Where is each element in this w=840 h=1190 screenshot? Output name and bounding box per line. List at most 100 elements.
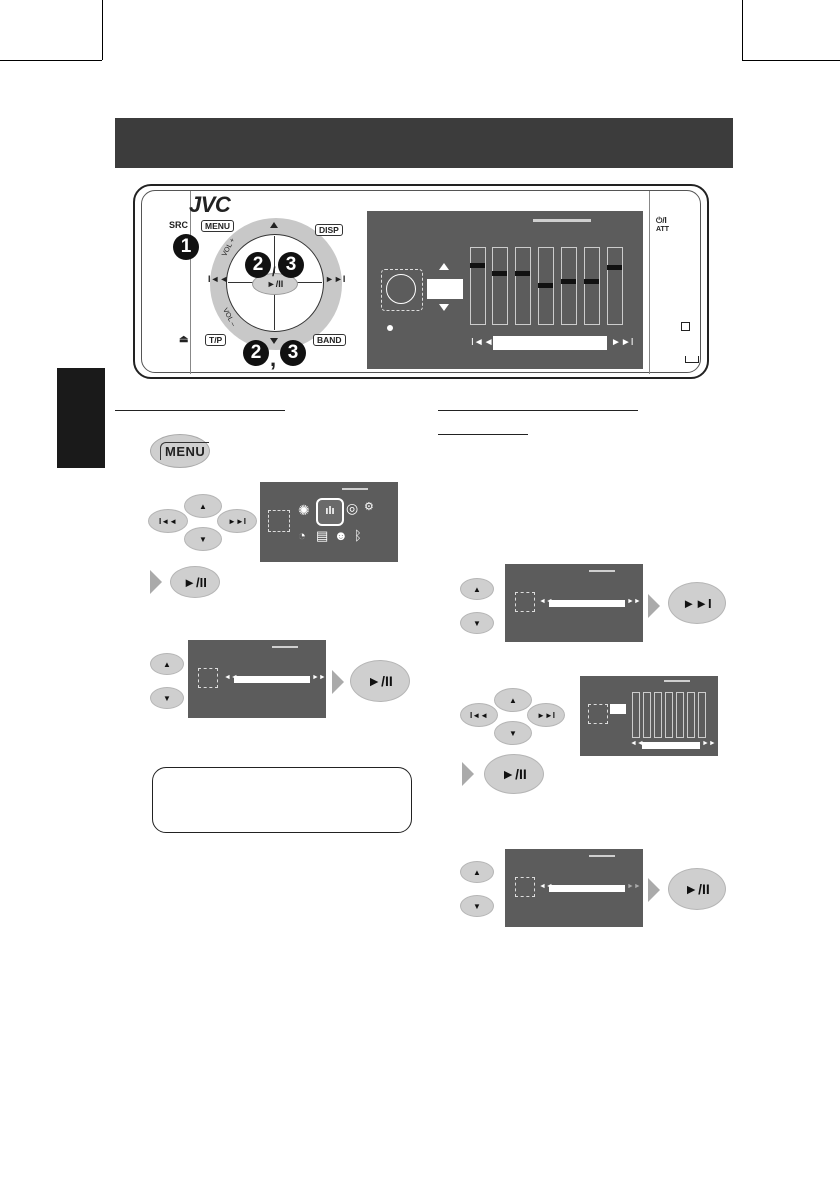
eq-slider <box>607 247 623 325</box>
lcd-name-bar <box>493 336 607 350</box>
faceplate-left-cap <box>160 191 191 374</box>
down-arrow-icon[interactable] <box>270 338 278 344</box>
lcd-value-box <box>610 704 626 714</box>
lcd-down-arrow <box>439 304 449 311</box>
eq-knob <box>470 263 485 268</box>
skip-forward-icon[interactable]: ►►I <box>325 274 346 284</box>
lcd-skip-forward-icon: ►►I <box>611 337 634 348</box>
lcd-skip-forward-icon: ►► <box>627 598 641 605</box>
play-pause-label: ►/II <box>501 766 527 782</box>
eject-icon[interactable]: ⏏ <box>179 334 189 345</box>
eq-slider <box>492 247 508 325</box>
lcd-skip-forward-icon: ►► <box>627 883 641 890</box>
up-arrow-icon[interactable] <box>270 222 278 228</box>
lcd-name-bar <box>642 742 700 749</box>
right-heading-line-2 <box>438 434 528 435</box>
eq-knob <box>538 283 553 288</box>
att-label[interactable]: ATT <box>656 226 670 233</box>
eq-knob <box>492 271 507 276</box>
step-2-marker-bottom: 2 <box>243 340 269 366</box>
skip-forward-button[interactable]: ►►I <box>527 703 565 727</box>
skip-back-button[interactable]: I◄◄ <box>148 509 188 533</box>
note-box <box>152 767 412 833</box>
down-button[interactable]: ▼ <box>184 527 222 551</box>
lcd-skip-back-icon: ◄◄ <box>630 740 644 747</box>
eq-slider <box>470 247 486 325</box>
down-button[interactable]: ▼ <box>150 687 184 709</box>
disp-key[interactable]: DISP <box>315 224 343 236</box>
play-pause-button[interactable]: ►/II <box>170 566 220 598</box>
up-button[interactable]: ▲ <box>494 688 532 712</box>
skip-back-icon[interactable]: I◄◄ <box>208 274 229 284</box>
section-title-bar <box>115 118 733 168</box>
down-button[interactable]: ▼ <box>494 721 532 745</box>
lcd-name-bar <box>234 676 310 683</box>
lcd-dash <box>589 570 615 572</box>
power-label[interactable]: ⏻/I <box>656 216 667 225</box>
step-1-marker: 1 <box>173 234 199 260</box>
clock-icon: ◔ <box>298 528 306 543</box>
release-icon[interactable] <box>685 356 699 363</box>
skip-forward-button[interactable]: ►►I <box>217 509 257 533</box>
play-pause-label: ►/II <box>367 673 393 689</box>
crop-mark-v <box>742 0 743 60</box>
up-button[interactable]: ▲ <box>184 494 222 518</box>
eq-slider <box>584 247 600 325</box>
lcd-skip-back-icon: ◄◄ <box>539 598 553 605</box>
menu-key[interactable]: MENU <box>201 220 235 232</box>
play-pause-button[interactable]: ►/II <box>350 660 410 702</box>
step-arrow-icon <box>648 878 660 902</box>
eq-knob <box>607 265 622 270</box>
crop-mark-v <box>102 0 103 60</box>
sound-icon <box>381 269 423 311</box>
eq-slider <box>698 692 706 738</box>
eq-slider <box>676 692 684 738</box>
tp-key[interactable]: T/P <box>205 334 227 346</box>
up-button[interactable]: ▲ <box>460 578 494 600</box>
setting-icon: ✺ <box>298 502 310 518</box>
lcd-dash <box>272 646 298 648</box>
sound-icon <box>515 877 535 897</box>
menu-button-label: MENU <box>160 442 210 460</box>
down-button[interactable]: ▼ <box>460 895 494 917</box>
lcd-skip-forward-icon: ►► <box>702 740 716 747</box>
down-button[interactable]: ▼ <box>460 612 494 634</box>
src-label: SRC <box>169 220 189 230</box>
skip-forward-button[interactable]: ►►I <box>668 582 726 624</box>
play-pause-button[interactable]: ►/II <box>484 754 544 794</box>
sound-icon-circle <box>386 274 416 304</box>
eq-slider <box>687 692 695 738</box>
play-pause-label: ►/II <box>183 574 207 590</box>
eq-knob <box>584 279 599 284</box>
item-screen: ◄◄ ►► <box>505 849 643 927</box>
source-screen: ◄◄ ►► <box>505 564 643 642</box>
play-pause-button[interactable]: ►/II <box>668 868 726 910</box>
left-heading-line <box>115 410 285 411</box>
step-2-marker: 2 <box>245 252 271 278</box>
faceplate: JVC SRC MENU 1 ►/II I◄◄ ►►I VOL + VOL – … <box>133 184 709 379</box>
play-pause-center[interactable]: ►/II <box>252 273 298 295</box>
disc-icon: ◎ <box>346 500 359 516</box>
lcd-up-arrow <box>439 263 449 270</box>
right-heading-line <box>438 410 638 411</box>
lcd-skip-back-icon: ◄◄ <box>539 883 553 890</box>
lcd-name-bar <box>549 600 625 607</box>
band-key[interactable]: BAND <box>313 334 346 346</box>
lcd-skip-back-icon: ◄◄ <box>224 674 238 681</box>
sound-icon <box>198 668 218 688</box>
eq-icon: ılı <box>316 498 344 526</box>
eq-knob <box>515 271 530 276</box>
skip-back-button[interactable]: I◄◄ <box>460 703 498 727</box>
eq-slider <box>632 692 640 738</box>
user-icon: ☻ <box>334 528 348 543</box>
brand-logo: JVC <box>189 192 231 217</box>
up-button[interactable]: ▲ <box>460 861 494 883</box>
eq-screen: ◄◄ ►► <box>580 676 718 756</box>
up-button[interactable]: ▲ <box>150 653 184 675</box>
reset-hole[interactable] <box>681 322 690 331</box>
lcd-dash <box>664 680 690 682</box>
eq-slider <box>643 692 651 738</box>
eq-slider <box>561 247 577 325</box>
list-icon: ▤ <box>316 528 329 543</box>
lcd-name-bar <box>549 885 625 892</box>
